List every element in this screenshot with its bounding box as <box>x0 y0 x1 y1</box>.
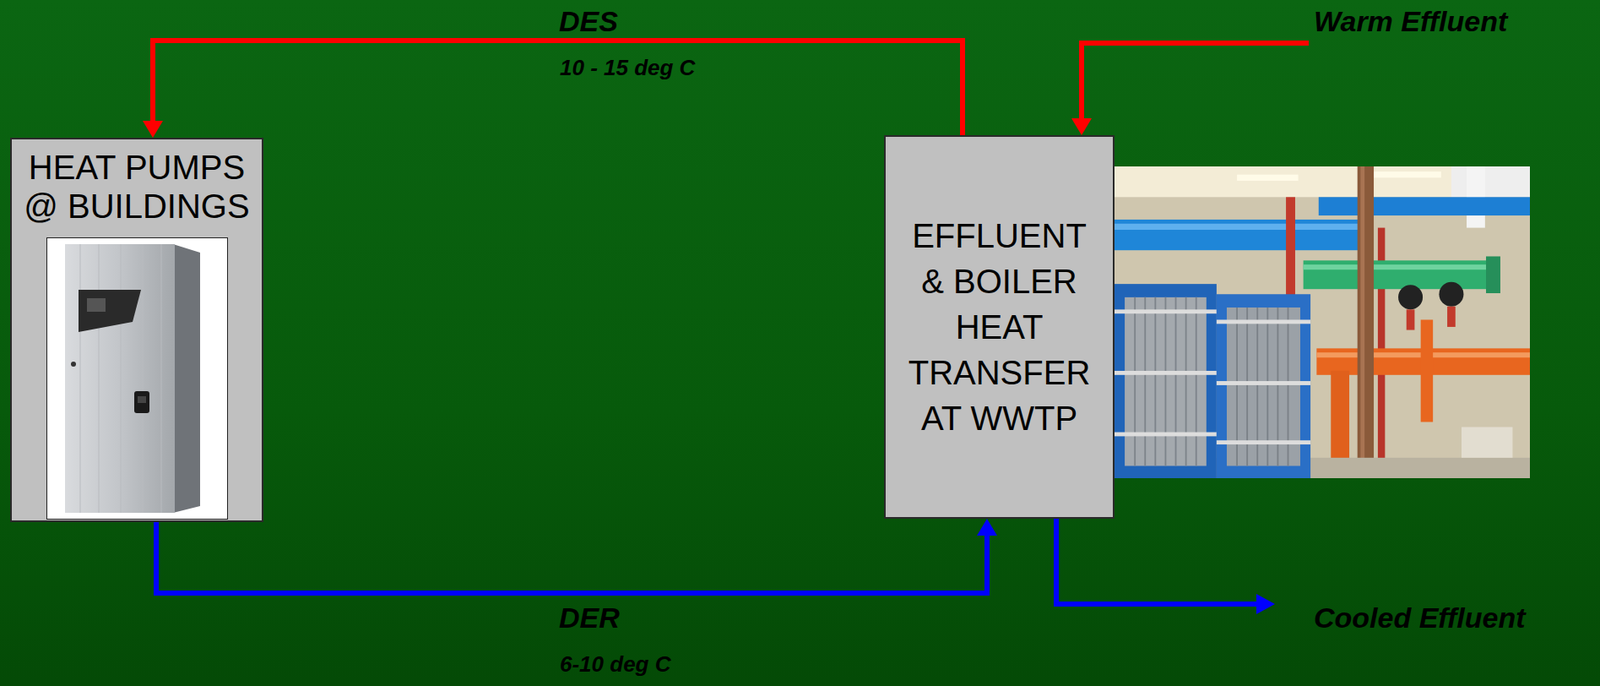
plant-room-part <box>1360 166 1365 478</box>
plate-heat-exchanger-part <box>1216 293 1311 478</box>
plant-room-part <box>1466 166 1486 228</box>
plant-room-part <box>1236 174 1299 181</box>
cooled-effluent-line-part <box>1056 518 1259 604</box>
plant-photo <box>1114 166 1530 478</box>
plant-room-part <box>1451 166 1530 197</box>
plant-room-part <box>1303 264 1493 270</box>
return-line <box>156 518 998 593</box>
cooled-effluent-line-part <box>1256 593 1275 614</box>
heat-pump-cabinet-part <box>134 390 150 413</box>
return-line-part <box>976 518 998 536</box>
heat-pump-unit <box>46 237 228 520</box>
line-label: DES <box>558 5 619 38</box>
node-text: EFFLUENT & BOILER HEAT TRANSFER AT WWTP <box>900 212 1099 441</box>
return-line-part <box>156 521 988 593</box>
plant-room-part <box>1398 284 1423 310</box>
plant-room-part <box>1406 309 1416 330</box>
heat-pump-box: HEAT PUMPS @ BUILDINGS <box>10 137 264 522</box>
plant-room <box>1114 166 1530 478</box>
plant-room-part <box>1421 319 1434 422</box>
supply-line <box>142 40 963 138</box>
plant-room-part <box>1438 282 1464 307</box>
plate-heat-exchanger-part <box>1124 297 1207 467</box>
heat-pump-cabinet <box>47 238 228 520</box>
plate-heat-exchanger <box>1114 283 1311 478</box>
cooled-effluent-label: Cooled Effluent <box>1313 601 1526 635</box>
cooled-effluent-line <box>1056 518 1275 614</box>
plate-heat-exchanger-part <box>1216 439 1311 445</box>
plate-heat-exchanger-part <box>1114 370 1217 375</box>
plant-room-part <box>1303 260 1493 289</box>
heat-pump-cabinet-part <box>137 395 147 403</box>
plant-room-part <box>1114 219 1360 250</box>
supply-line-part <box>142 120 163 138</box>
supply-line-part <box>152 40 963 136</box>
heat-pump-cabinet-part <box>86 298 106 312</box>
plate-heat-exchanger-part <box>1216 319 1311 324</box>
plate-heat-exchanger-part <box>1114 432 1217 437</box>
warm-effluent-line-part <box>1081 43 1309 120</box>
plant-room-part <box>1357 166 1374 478</box>
warm-effluent-label: Warm Effluent <box>1313 5 1508 38</box>
heat-pump-cabinet-part <box>78 289 142 332</box>
plant-room-part <box>1461 427 1513 458</box>
return-temperature: 6-10 deg C <box>559 651 672 678</box>
plant-room-part <box>1486 255 1501 293</box>
plate-heat-exchanger-part <box>1216 380 1311 386</box>
warm-effluent-line <box>1071 43 1309 136</box>
supply-temperature: 10 - 15 deg C <box>559 55 695 82</box>
heat-transfer-box: EFFLUENT & BOILER HEAT TRANSFER AT WWTP <box>884 135 1115 519</box>
plate-heat-exchanger-part <box>1134 297 1197 467</box>
heat-pump-cabinet-part <box>80 244 162 513</box>
plate-heat-exchanger-part <box>1114 309 1217 314</box>
warm-effluent-line-part <box>1071 118 1092 136</box>
heat-pump-cabinet-part <box>65 244 175 513</box>
node-text: HEAT PUMPS @ BUILDINGS <box>18 147 255 226</box>
heat-pump-cabinet-part <box>47 238 228 520</box>
plant-room-part <box>1318 196 1530 216</box>
plant-room-part <box>1114 166 1530 478</box>
heat-pump-cabinet-part <box>70 361 76 367</box>
line-label: DER <box>558 601 620 635</box>
plant-room-part <box>1114 223 1360 230</box>
plate-heat-exchanger-part <box>1114 283 1217 478</box>
heat-pump-cabinet-part <box>173 244 201 513</box>
plant-room-part <box>1447 306 1456 327</box>
